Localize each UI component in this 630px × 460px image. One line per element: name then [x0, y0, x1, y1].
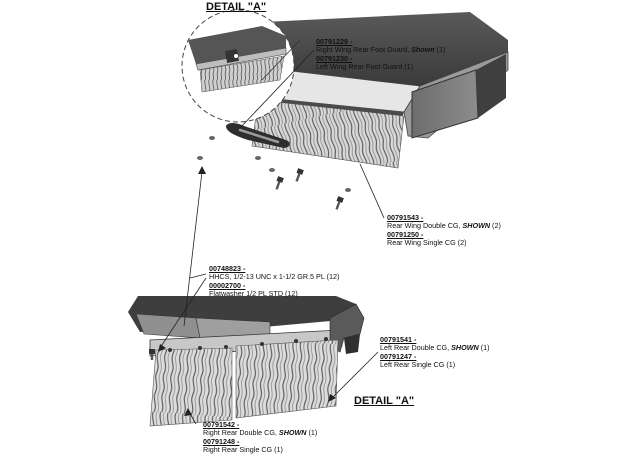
hex-bolt — [275, 176, 284, 190]
rear-deck-side-panel — [135, 313, 201, 339]
flatwasher — [197, 156, 203, 160]
part-number: 00791230 - — [316, 53, 353, 63]
hex-bolt — [295, 168, 304, 182]
leader-hardware-up2 — [189, 273, 207, 279]
callout-foot-guard: 00791229 - Right Wing Rear Foot Guard, S… — [316, 37, 446, 72]
part-number: 00791248 - — [203, 436, 240, 446]
flatwasher — [209, 136, 215, 140]
detail-a-cutter-guard-fragment — [199, 55, 285, 93]
leader-left-rear — [329, 351, 379, 401]
part-number: 00791541 - — [380, 335, 417, 344]
detail-a-leader-line — [261, 39, 301, 81]
leader-foot-guard — [239, 49, 315, 129]
detail-a-title-top: DETAIL "A" — [206, 1, 267, 13]
part-description: Right Rear Single CG (1) — [203, 445, 283, 455]
rear-deck-tail — [344, 334, 360, 354]
arrowhead — [198, 166, 206, 174]
part-description: HHCS, 1/2-13 UNC x 1-1/2 GR.5 PL (12) — [209, 272, 340, 282]
exploded-hardware — [197, 136, 351, 210]
left-rear-double-cutter-guard — [235, 339, 339, 419]
part-number: 00791247 - — [380, 351, 417, 361]
detail-a-foot-guard-bracket — [225, 49, 239, 63]
part-description: Left Rear Single CG (1) — [380, 360, 456, 370]
part-description: Flatwasher 1/2 PL STD (12) — [209, 289, 298, 299]
detail-a-rail-fragment — [195, 47, 287, 71]
detail-a-bolt — [234, 54, 238, 58]
leader-hardware-up — [183, 171, 203, 327]
arrowhead — [184, 408, 192, 416]
hex-bolt — [149, 349, 155, 360]
callout-right-rear: 00791542 - Right Rear Double CG, SHOWN (… — [203, 420, 318, 455]
leader-rear-wing — [359, 163, 385, 219]
part-number: 00748823 - — [209, 264, 246, 273]
rail-bolt — [260, 342, 264, 346]
rear-wing-end-plate-edge — [476, 54, 506, 118]
part-description: Right Rear Double CG, SHOWN (1) — [203, 428, 318, 438]
callout-rear-wing: 00791543 - Rear Wing Double CG, SHOWN (2… — [387, 213, 501, 248]
leader-hardware-down — [159, 277, 207, 349]
rear-deck-assembly — [128, 296, 365, 427]
flatwasher — [269, 168, 275, 172]
callout-hardware: 00748823 - HHCS, 1/2-13 UNC x 1-1/2 GR.5… — [209, 264, 340, 299]
arrowhead — [328, 394, 336, 402]
flatwasher — [255, 156, 261, 160]
part-number: 00791250 - — [387, 229, 424, 239]
rail-bolt — [198, 346, 202, 350]
part-number: 00791229 - — [316, 37, 353, 46]
part-description: Left Wing Rear Foot Guard (1) — [316, 62, 414, 72]
part-number: 00791542 - — [203, 420, 240, 429]
arrowhead — [158, 344, 166, 352]
detail-a-deck-fragment — [188, 26, 286, 64]
flatwasher — [345, 188, 351, 192]
part-description: Right Wing Rear Foot Guard, Shown (1) — [316, 45, 446, 55]
part-description: Left Rear Double CG, SHOWN (1) — [380, 343, 490, 353]
rail-bolt — [294, 339, 298, 343]
part-number: 00002700 - — [209, 280, 246, 290]
callout-left-rear: 00791541 - Left Rear Double CG, SHOWN (1… — [380, 335, 490, 370]
rail-bolts — [168, 337, 328, 352]
right-rear-double-cutter-guard — [149, 347, 233, 427]
part-description: Rear Wing Single CG (2) — [387, 238, 467, 248]
rail-bolt — [168, 348, 172, 352]
part-description: Rear Wing Double CG, SHOWN (2) — [387, 221, 501, 231]
leader-arrowheads — [158, 166, 336, 416]
rail-bolt — [324, 337, 328, 341]
hex-bolt — [335, 196, 344, 210]
rear-foot-guard-slot — [238, 128, 280, 144]
rail-bolt — [224, 345, 228, 349]
detail-a-magnifier — [181, 9, 295, 123]
part-number: 00791543 - — [387, 213, 424, 222]
detail-a-title-bottom: DETAIL "A" — [354, 395, 415, 407]
